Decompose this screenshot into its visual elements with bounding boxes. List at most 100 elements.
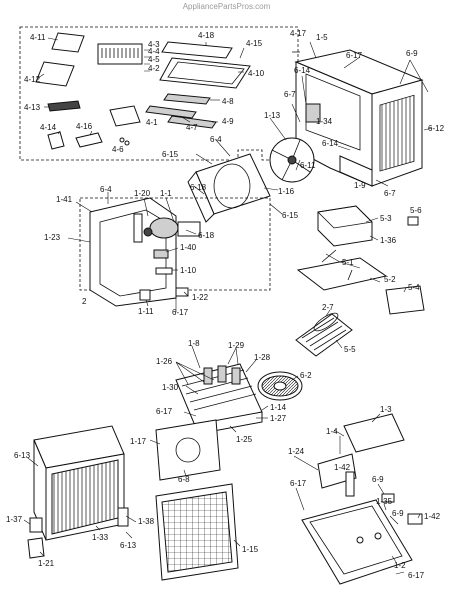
part-label: 4-5 [148,55,160,64]
part-label: 1-24 [288,447,305,456]
base-pan [301,499,413,585]
part-label: 1-21 [38,559,55,568]
part-label: 6-4 [100,185,112,194]
scroll-housing-group [155,419,221,481]
part-label: 6-13 [120,541,137,550]
part-label: 4-2 [148,64,160,73]
screw-set [97,43,143,65]
part-label: 1-15 [242,545,259,554]
blower-wheel-group [257,371,303,401]
heater-coil-group [295,312,353,357]
part-label: 6-8 [178,475,190,484]
cabinet-flange [339,155,373,187]
part-label: 6-2 [300,371,312,380]
part-label: 5-1 [342,258,354,267]
part-label: 4-7 [186,123,198,132]
part-label: 1-10 [180,266,197,275]
outer-cabinet [292,49,424,187]
part-label: 5-5 [344,345,356,354]
part-label: 4-15 [246,39,263,48]
screw-part [356,536,364,544]
part-label: 1-27 [270,414,287,423]
part-label: 1-25 [236,435,253,444]
top-rail [161,41,233,59]
part-label: 6-17 [346,51,363,60]
part-label: 4-13 [24,103,41,112]
part-label: 1-9 [354,181,366,190]
part-label: 1-40 [180,243,197,252]
coil-clip [203,367,213,385]
part-label: 1-1 [160,189,172,198]
part-label: 1-36 [380,236,397,245]
side-tab [29,517,43,533]
coil-clip [231,367,241,385]
part-label: 2-7 [322,303,334,312]
remote-control [47,100,81,112]
part-label: 1-35 [376,497,393,506]
part-label: 1-30 [162,383,179,392]
warranty-card [109,105,141,127]
part-label: 1-4 [326,427,338,436]
screw-part [119,137,125,143]
motor-shaft [143,227,153,237]
part-label: 1-11 [138,307,154,316]
part-label: 5-3 [380,214,392,223]
part-label: 1-42 [334,463,351,472]
part-label: 1-5 [316,33,328,42]
part-label: 4-4 [148,47,160,56]
part-label: 6-9 [372,475,384,484]
screw-part [374,532,382,540]
support-post [345,471,355,497]
part-label: 6-7 [284,90,296,99]
part-label: 6-9 [406,49,418,58]
shroud-edge [187,171,215,223]
part-label: 1-14 [270,403,287,412]
part-label: 6-7 [384,189,396,198]
leader-lines [23,37,433,575]
part-label: 1-26 [156,357,173,366]
filter-sheet [35,61,75,87]
manual-sheet [51,32,85,53]
part-label: 1-16 [278,187,295,196]
scroll-housing [155,419,221,481]
base-pan-group [301,413,423,585]
motor-bracket [133,213,143,243]
side-bar [145,105,197,119]
condenser-fan-group [187,137,315,223]
part-label: 6-15 [282,211,299,220]
watermark-text: AppliancePartsPros.com [182,2,271,11]
part-label: 4-16 [76,122,93,131]
part-label: 6-9 [392,509,404,518]
part-label: 6-4 [210,135,222,144]
part-label: 1-34 [316,117,333,126]
curtain-frame [159,57,251,89]
part-label: 1-41 [56,195,73,204]
knob-part [407,216,419,226]
clip-part [75,132,103,148]
part-label: 4-8 [222,97,234,106]
part-label: 2 [82,297,87,306]
part-label: 6-18 [198,231,215,240]
part-label: 4-18 [198,31,215,40]
part-label: 6-17 [290,479,307,488]
part-label: 4-17 [290,29,307,38]
part-label: 1-33 [92,533,109,542]
side-bar [167,115,217,129]
coil-clip [217,365,227,383]
control-box-group [296,205,425,315]
control-plate [296,257,388,291]
part-label: 1-38 [138,517,155,526]
mount-foot [381,493,395,503]
part-label: 6-17 [172,308,189,317]
part-label: 4-6 [112,145,124,154]
part-label: 6-11 [300,161,316,170]
part-label: 5-6 [410,206,422,215]
part-label: 1-20 [134,189,151,198]
side-clip [407,513,423,525]
control-panel-cover [385,285,425,315]
part-label: 6-14 [294,66,311,75]
part-label: 6-15 [162,150,179,159]
part-label: 4-9 [222,117,234,126]
part-label: 4-12 [24,75,41,84]
